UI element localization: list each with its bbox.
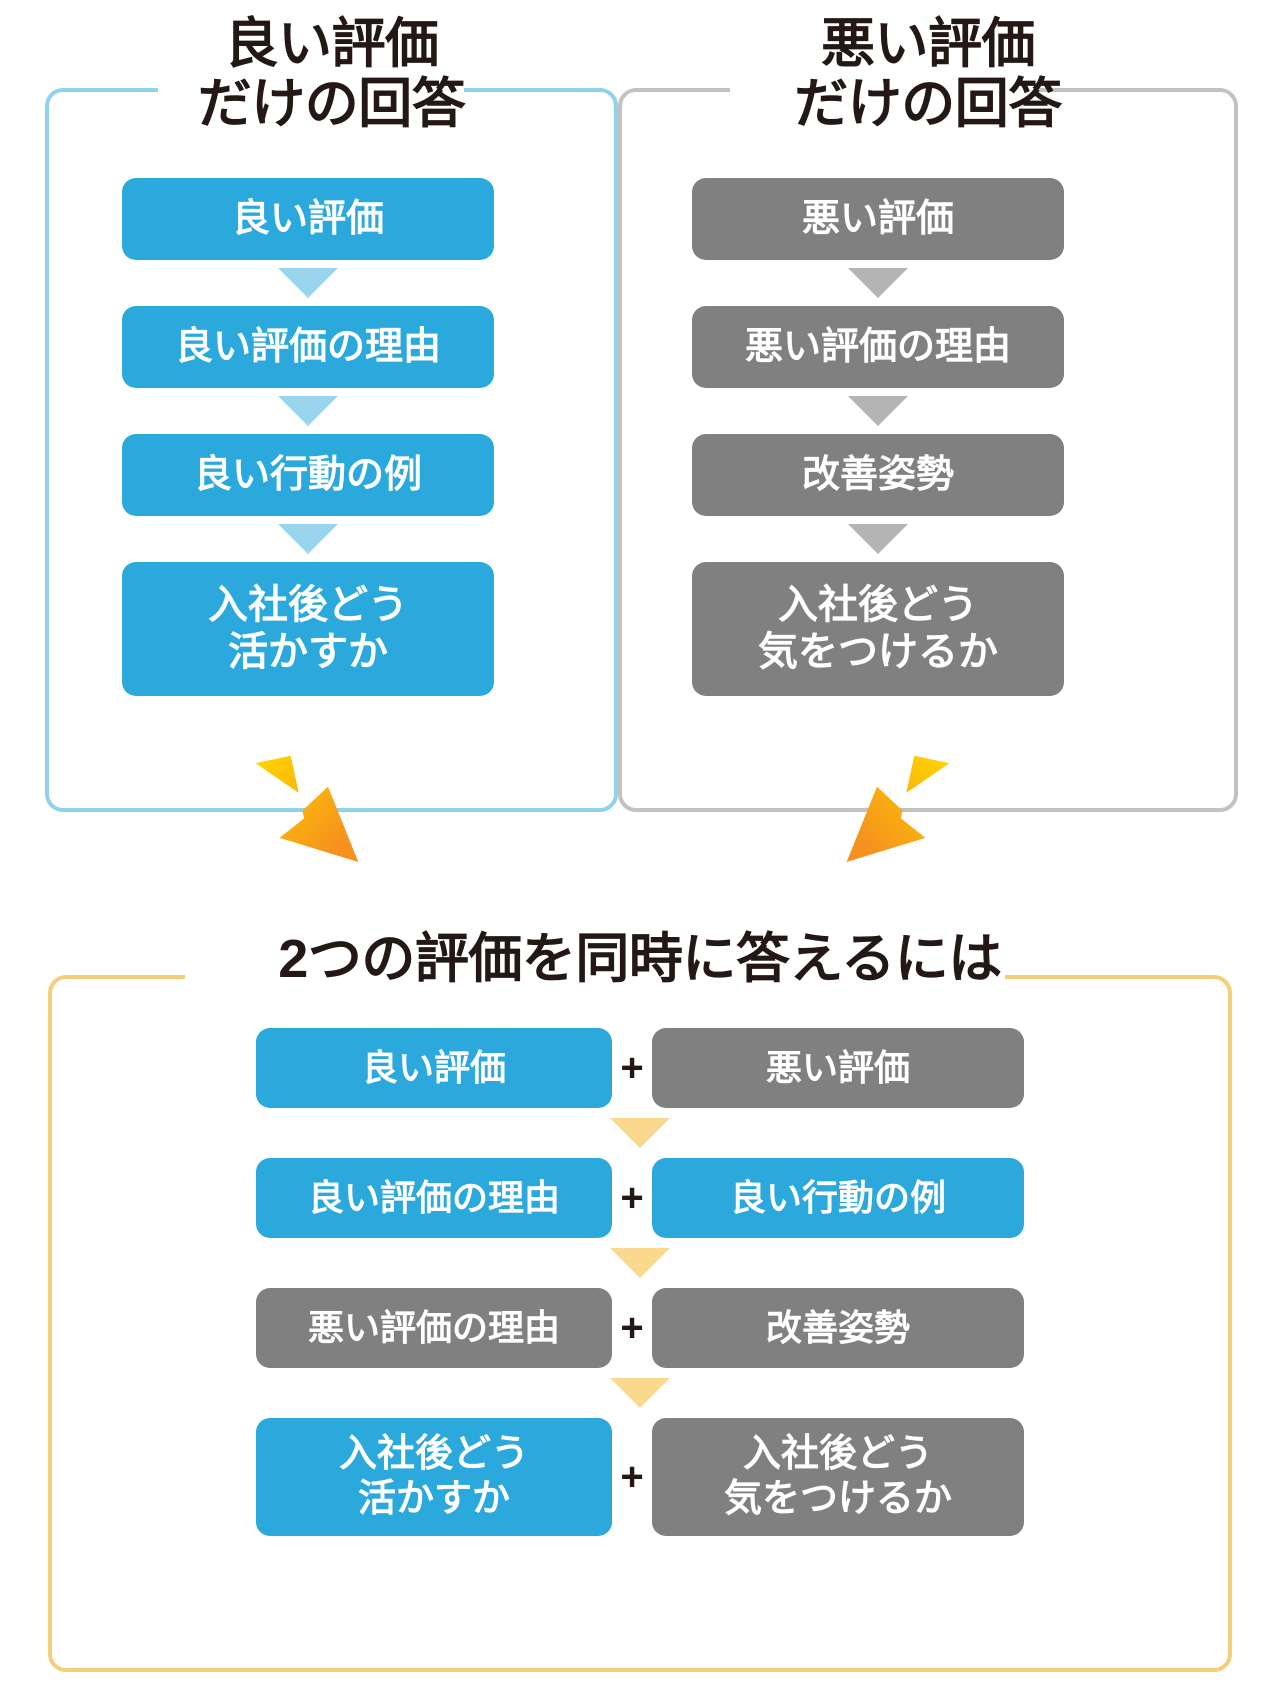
- arrow-down-icon: [610, 1378, 670, 1408]
- panel-combined-title-notch: [185, 966, 1005, 986]
- arrow-down-icon: [278, 268, 338, 298]
- combined-row-2-right: 良い行動の例: [652, 1158, 1024, 1238]
- plus-symbol: +: [620, 1176, 644, 1220]
- combined-row-1-left: 良い評価: [256, 1028, 612, 1108]
- flow-bad-step-4: 入社後どう 気をつけるか: [692, 562, 1064, 696]
- arrow-down-icon: [278, 396, 338, 426]
- arrow-down-icon: [848, 268, 908, 298]
- plus-symbol: +: [620, 1046, 644, 1090]
- combined-row-3-left: 悪い評価の理由: [256, 1288, 612, 1368]
- panel-good-title: 良い評価 だけの回答: [197, 14, 466, 135]
- flow-bad-step-2: 悪い評価の理由: [692, 306, 1064, 388]
- combined-row-1-right: 悪い評価: [652, 1028, 1024, 1108]
- panel-bad-title: 悪い評価 だけの回答: [794, 14, 1062, 135]
- flow-good-step-2: 良い評価の理由: [122, 306, 494, 388]
- combined-row-3: 悪い評価の理由 + 改善姿勢: [48, 1288, 1232, 1368]
- flow-good-step-1: 良い評価: [122, 178, 494, 260]
- flow-good-step-4: 入社後どう 活かすか: [122, 562, 494, 696]
- arrow-down-icon: [848, 524, 908, 554]
- arrow-down-icon: [278, 524, 338, 554]
- panel-good-title-notch: [158, 78, 464, 94]
- flow-good: 良い評価 良い評価の理由 良い行動の例 入社後どう 活かすか: [122, 178, 494, 696]
- combined-row-1: 良い評価 + 悪い評価: [48, 1028, 1232, 1108]
- down-left-arrow-icon: [846, 755, 950, 862]
- plus-symbol: +: [620, 1306, 644, 1350]
- combined-row-2: 良い評価の理由 + 良い行動の例: [48, 1158, 1232, 1238]
- arrow-down-icon: [610, 1118, 670, 1148]
- combined-rows: 良い評価 + 悪い評価 良い評価の理由 + 良い行動の例 悪い評価の理由 + 改…: [48, 1028, 1232, 1536]
- combined-row-4-left: 入社後どう 活かすか: [256, 1418, 612, 1536]
- plus-symbol: +: [620, 1455, 644, 1499]
- flow-bad-step-3: 改善姿勢: [692, 434, 1064, 516]
- arrow-down-icon: [848, 396, 908, 426]
- combined-row-2-left: 良い評価の理由: [256, 1158, 612, 1238]
- panel-combined-title: 2つの評価を同時に答えるには: [278, 929, 1002, 989]
- flow-bad: 悪い評価 悪い評価の理由 改善姿勢 入社後どう 気をつけるか: [692, 178, 1064, 696]
- combined-row-3-right: 改善姿勢: [652, 1288, 1024, 1368]
- arrow-down-icon: [610, 1248, 670, 1278]
- flow-good-step-3: 良い行動の例: [122, 434, 494, 516]
- panel-bad-title-notch: [730, 78, 1036, 94]
- flow-bad-step-1: 悪い評価: [692, 178, 1064, 260]
- combined-row-4-right: 入社後どう 気をつけるか: [652, 1418, 1024, 1536]
- down-right-arrow-icon: [255, 755, 359, 862]
- combined-row-4: 入社後どう 活かすか + 入社後どう 気をつけるか: [48, 1418, 1232, 1536]
